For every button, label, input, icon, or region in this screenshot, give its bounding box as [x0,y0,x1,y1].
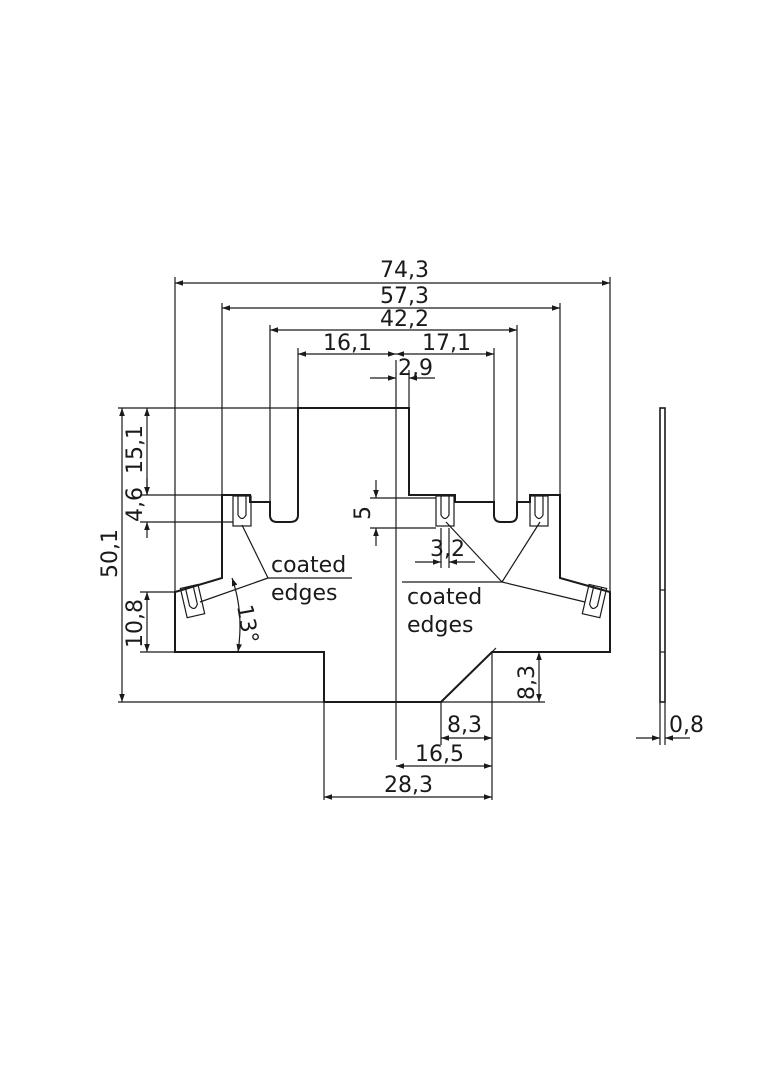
dim-right-17: 17,1 [422,331,471,356]
dim-angle: 13° [231,603,262,646]
slot-right-angled [581,583,608,619]
callout-right: coated edges [402,521,586,638]
callout-right-line1: coated [407,585,482,610]
callout-left-line2: edges [271,581,337,606]
dim-height-15: 15,1 [123,425,148,474]
angle-arc [231,577,242,653]
callout-left-line1: coated [271,553,346,578]
dim-total-height: 50,1 [98,529,123,578]
slot-top-left [232,495,252,527]
callout-left: coated edges [199,524,352,606]
dim-height-10-8: 10,8 [123,599,148,648]
dim-slot-5: 5 [351,506,376,520]
dim-width-57: 57,3 [380,284,429,309]
dim-slot-32: 3,2 [430,537,465,562]
callout-right-line2: edges [407,613,473,638]
slot-top-center [435,495,455,527]
dim-width-42: 42,2 [380,307,429,332]
dim-gap-29: 2,9 [398,356,433,381]
dim-bottom-28-3: 28,3 [384,773,433,798]
dim-chamfer-v: 8,3 [515,665,540,700]
chamfer-guide [440,647,497,703]
dim-left-16: 16,1 [323,331,372,356]
slot-left-angled [179,583,206,619]
part-outline [174,407,611,703]
dim-overall-width: 74,3 [380,258,429,283]
slot-top-right [529,495,549,527]
dim-bottom-16-5: 16,5 [415,742,464,767]
dim-thickness: 0,8 [669,713,704,738]
side-view: 0,8 [636,407,704,745]
dim-chamfer-h: 8,3 [447,713,482,738]
dim-height-4-6: 4,6 [123,487,148,522]
